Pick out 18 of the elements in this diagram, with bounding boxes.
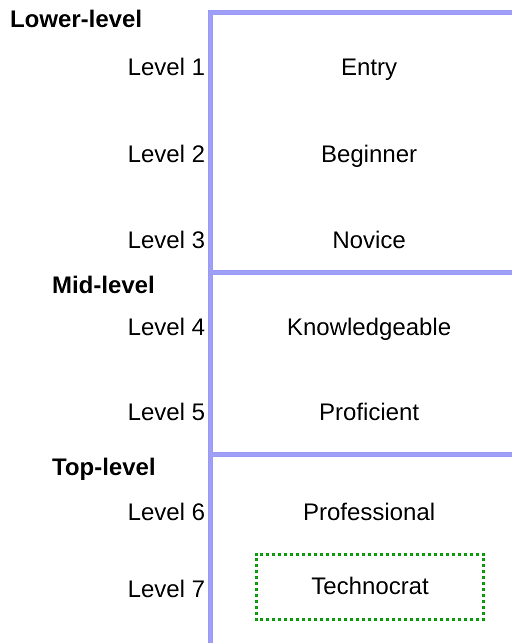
level-title: Novice (332, 227, 406, 255)
level-number: Level 1 (128, 54, 205, 82)
tier-heading: Lower-level (10, 6, 142, 34)
level-number: Level 6 (128, 499, 205, 527)
level-title: Beginner (320, 141, 418, 169)
level-number: Level 7 (128, 576, 205, 604)
highlight-box (255, 553, 485, 621)
level-number: Level 4 (128, 314, 205, 342)
level-title: Entry (341, 54, 397, 82)
tier-heading: Top-level (52, 454, 156, 482)
level-number: Level 2 (128, 141, 205, 169)
level-title: Proficient (318, 399, 420, 427)
level-title: Technocrat (311, 573, 429, 601)
level-title: Knowledgeable (286, 314, 452, 342)
level-number: Level 3 (128, 227, 205, 255)
level-number: Level 5 (128, 399, 205, 427)
tier-heading: Mid-level (52, 272, 155, 300)
level-title: Professional (302, 499, 436, 527)
